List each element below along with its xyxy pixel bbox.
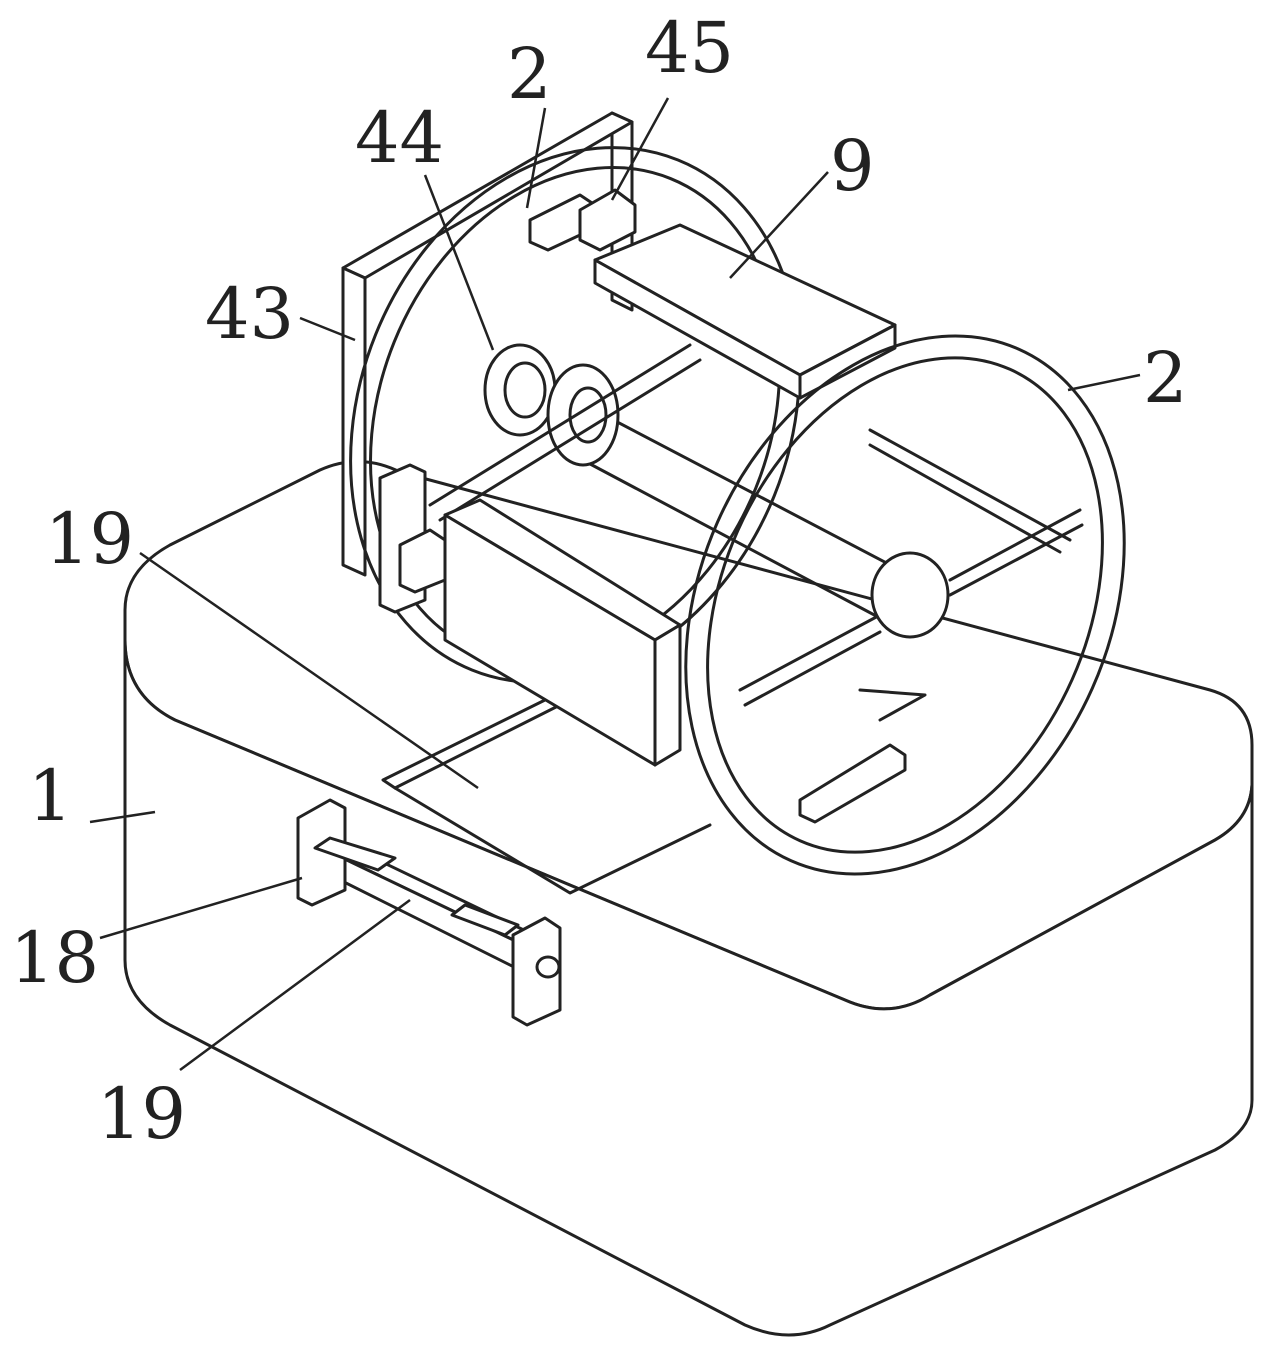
bracket-left-post [296,798,347,907]
motor-9-side [798,323,897,400]
label-9: 9 [830,125,875,207]
front-spoke-2 [948,508,1082,582]
front-hub [870,551,950,639]
front-ring-outer [684,334,1126,876]
label-45: 45 [645,7,734,89]
leader-19-top [139,551,479,790]
cross-bar-2 [438,358,702,522]
label-2-top: 2 [507,33,552,115]
label-19-bottom: 19 [97,1073,186,1155]
leader-1 [89,810,156,824]
front-motor [378,463,682,767]
top-rail [858,688,927,722]
bracket-knob [535,955,561,979]
leader-45 [610,97,670,201]
front-spoke-1b [743,630,882,707]
front-spoke-1 [738,613,882,692]
leader-9 [729,171,829,279]
front-ring [684,334,1126,876]
label-44: 44 [355,97,444,179]
front-motor-side [653,623,682,767]
top-slot-inner [393,703,562,790]
label-43: 43 [205,273,294,355]
clamp-bracket [296,798,562,1027]
base-front-face [123,638,1254,1337]
rail-2 [868,443,1062,554]
shaft-bottom [558,446,882,620]
left-clamp-block [398,528,447,594]
leader-18 [99,876,303,940]
leader-lines [89,97,1141,1072]
front-ring-inner [706,356,1104,854]
block-45-b [578,188,637,252]
label-19-top: 19 [45,498,134,580]
label-2-right: 2 [1143,337,1188,419]
leader-43 [299,316,356,342]
bracket-slot-right [450,903,520,937]
bracket-slot-left [313,836,397,872]
clamp-blocks-45 [528,188,637,252]
leader-19-bottom [179,898,411,1072]
rail-1 [868,428,1072,542]
bottom-slide-block [798,743,907,824]
roller-44-back-inner [503,361,547,419]
cross-bar-1 [428,343,692,507]
leader-2-right [1067,373,1141,392]
label-1: 1 [28,755,73,837]
back-ring-outer [349,146,801,684]
shaft-assembly [428,343,902,620]
motor-block-9 [593,223,897,400]
label-18: 18 [10,917,99,999]
front-spoke-2b [948,523,1084,597]
leader-2-top [525,107,547,209]
leader-44 [423,174,495,351]
reference-labels: 45 2 44 9 43 2 19 1 18 19 [10,7,1188,1155]
